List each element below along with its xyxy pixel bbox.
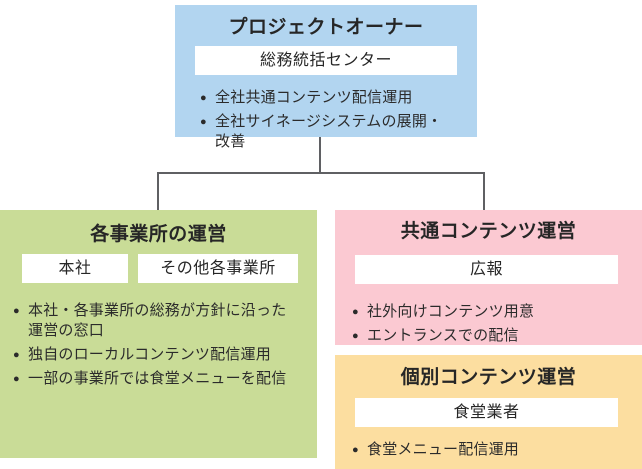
node-project-owner: プロジェクトオーナー 総務統括センター ● 全社共通コンテンツ配信運用 ● 全社… — [175, 5, 477, 150]
bullet-text: 独自のローカルコンテンツ配信運用 — [28, 346, 271, 363]
bullet-icon: ● — [352, 330, 359, 342]
bullet-list: ● 食堂メニュー配信運用 — [335, 440, 642, 460]
bullet-list: ● 本社・各事業所の総務が方針に沿った 運営の窓口 ● 独自のローカルコンテンツ… — [0, 301, 317, 389]
node-title: プロジェクトオーナー — [228, 17, 424, 38]
list-item: ● 全社サイネージシステムの展開・改善 — [200, 112, 457, 152]
org-label-other-sites: その他各事業所 — [138, 254, 298, 283]
connector-horizontal-bar — [157, 172, 485, 174]
bullet-icon: ● — [200, 92, 207, 104]
node-common-content-operations: 共通コンテンツ運営 広報 ● 社外向けコンテンツ用意 ● エントランスでの配信 — [335, 210, 642, 345]
list-item: ● 独自のローカルコンテンツ配信運用 — [13, 345, 317, 365]
connector-stem — [319, 137, 321, 173]
node-title: 個別コンテンツ運営 — [400, 367, 577, 388]
list-item: ● エントランスでの配信 — [352, 326, 642, 346]
list-item: ● 社外向けコンテンツ用意 — [352, 302, 642, 322]
node-individual-content-operations: 個別コンテンツ運営 食堂業者 ● 食堂メニュー配信運用 — [335, 355, 642, 469]
list-item: ● 一部の事業所では食堂メニューを配信 — [13, 369, 317, 389]
bullet-text: エントランスでの配信 — [367, 327, 519, 344]
node-title: 共通コンテンツ運営 — [400, 221, 577, 242]
bullet-icon: ● — [200, 116, 207, 128]
bullet-icon: ● — [13, 305, 20, 317]
bullet-list: ● 社外向けコンテンツ用意 ● エントランスでの配信 — [335, 302, 642, 346]
bullet-icon: ● — [13, 373, 20, 385]
bullet-icon: ● — [13, 349, 20, 361]
org-label: 食堂業者 — [355, 398, 618, 427]
list-item: ● 食堂メニュー配信運用 — [352, 440, 642, 460]
bullet-text: 社外向けコンテンツ用意 — [367, 303, 535, 320]
node-title: 各事業所の運営 — [90, 224, 227, 245]
list-item: ● 全社共通コンテンツ配信運用 — [200, 88, 457, 108]
connector-drop-right — [483, 174, 485, 210]
list-item: ● 本社・各事業所の総務が方針に沿った 運営の窓口 — [13, 301, 317, 341]
node-site-operations: 各事業所の運営 本社 その他各事業所 ● 本社・各事業所の総務が方針に沿った 運… — [0, 210, 317, 458]
bullet-text: 本社・各事業所の総務が方針に沿った 運営の窓口 — [28, 302, 287, 339]
org-label-headquarters: 本社 — [22, 254, 128, 283]
bullet-icon: ● — [352, 306, 359, 318]
bullet-text: 食堂メニュー配信運用 — [367, 441, 520, 458]
org-label-row: 本社 その他各事業所 — [22, 254, 317, 283]
bullet-text: 一部の事業所では食堂メニューを配信 — [28, 370, 287, 387]
org-label: 総務統括センター — [195, 46, 457, 75]
bullet-text: 全社共通コンテンツ配信運用 — [215, 89, 413, 106]
bullet-list: ● 全社共通コンテンツ配信運用 ● 全社サイネージシステムの展開・改善 — [195, 88, 457, 152]
connector-drop-left — [157, 174, 159, 210]
org-label: 広報 — [355, 255, 618, 284]
bullet-text: 全社サイネージシステムの展開・改善 — [215, 113, 443, 150]
bullet-icon: ● — [352, 444, 359, 456]
